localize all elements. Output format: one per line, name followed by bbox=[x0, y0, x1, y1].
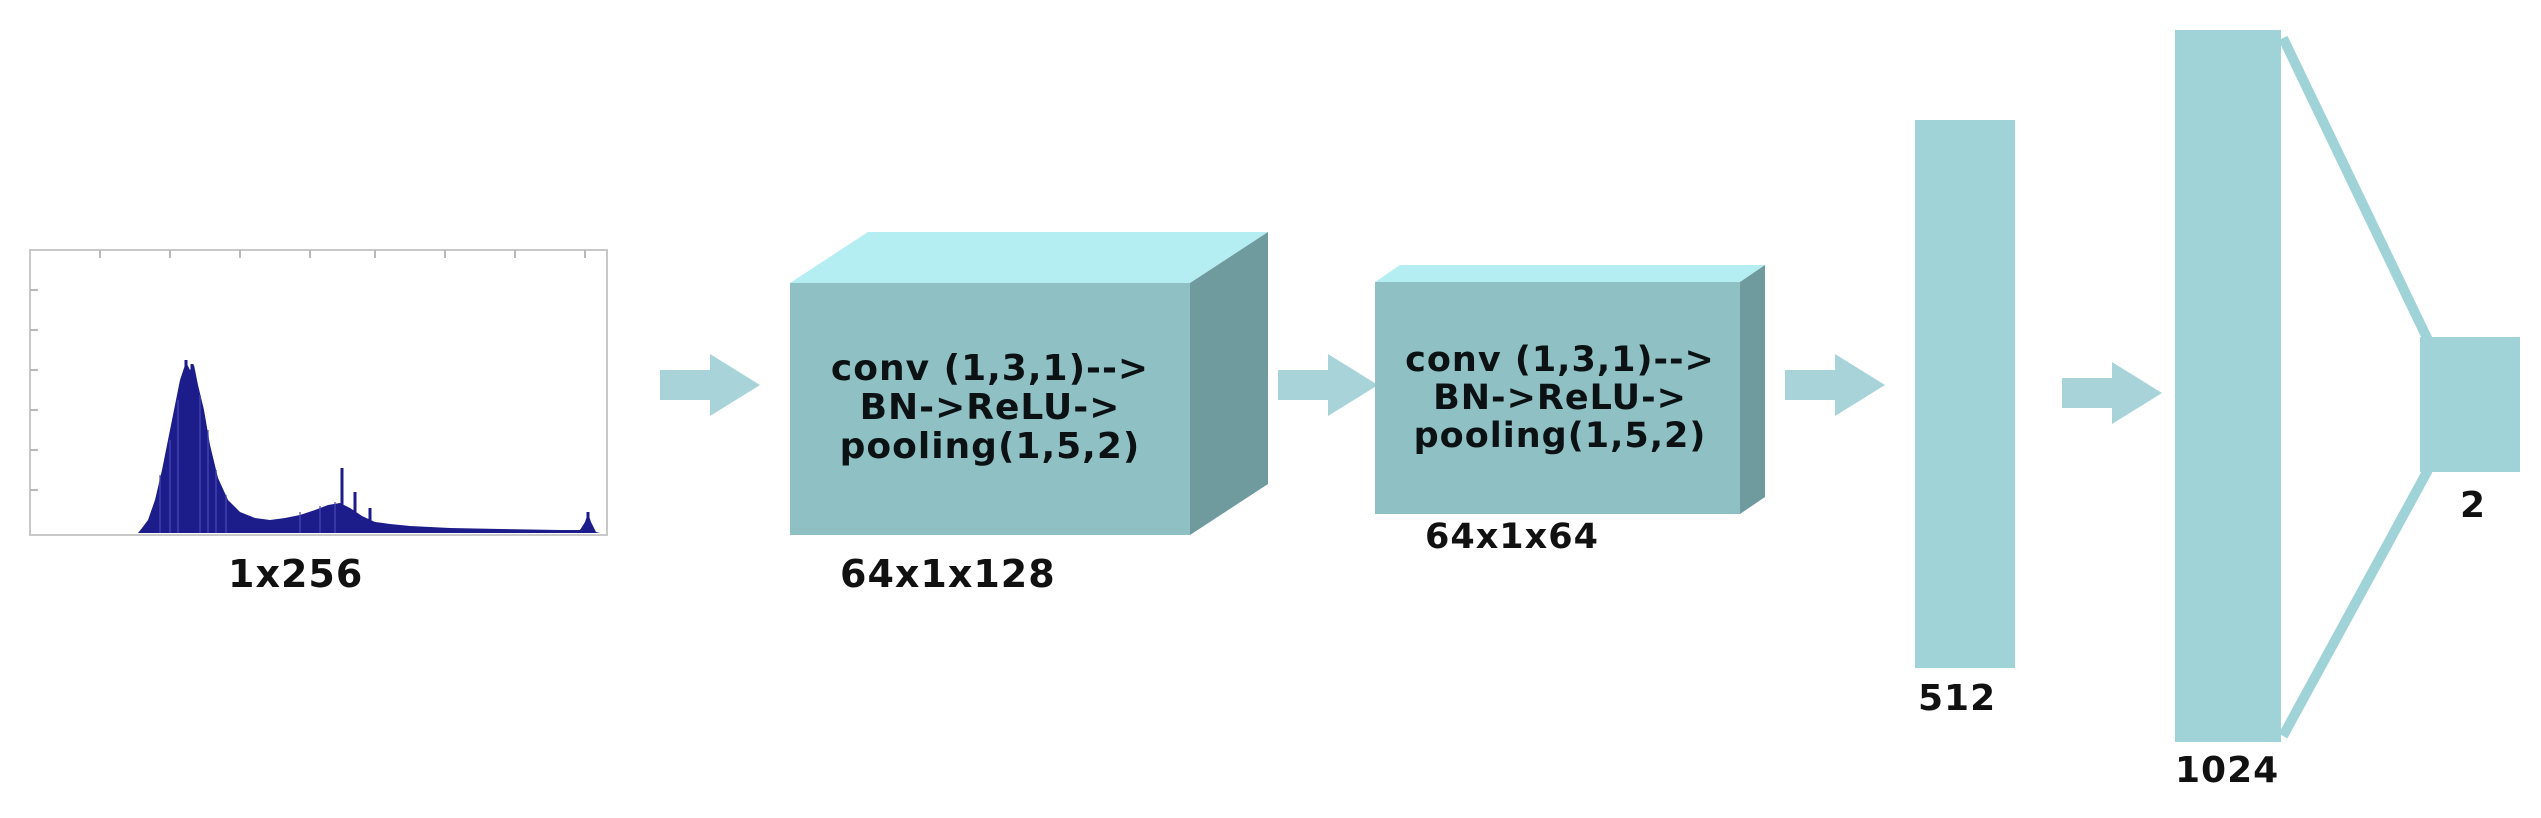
conv-block-1-size-label: 64x1x128 bbox=[840, 552, 1056, 596]
histogram-frame bbox=[29, 249, 608, 536]
histogram-bar-lines bbox=[159, 395, 336, 533]
fc-1024-size-label: 1024 bbox=[2175, 750, 2280, 791]
output-layer bbox=[2420, 337, 2520, 472]
output-size-label: 2 bbox=[2460, 485, 2487, 526]
input-histogram bbox=[29, 249, 608, 536]
conv-block-1-text: conv (1,3,1)--> BN->ReLU-> pooling(1,5,2… bbox=[790, 348, 1190, 467]
conv-block-2-size-label: 64x1x64 bbox=[1425, 517, 1599, 557]
conv-block-2-side bbox=[1740, 265, 1765, 514]
arrow-4 bbox=[2062, 362, 2162, 424]
output-connections bbox=[2278, 35, 2433, 739]
conv-block-2-text: conv (1,3,1)--> BN->ReLU-> pooling(1,5,2… bbox=[1365, 340, 1755, 456]
fc-512-size-label: 512 bbox=[1918, 678, 1997, 719]
histogram-spikes bbox=[184, 360, 590, 533]
conv-block-2-front bbox=[1375, 282, 1740, 514]
histogram-area bbox=[138, 362, 600, 533]
fc-layer-1024 bbox=[2175, 30, 2281, 742]
conv-block-1-line-2: BN->ReLU-> bbox=[859, 386, 1121, 428]
histogram-ticks bbox=[30, 250, 586, 491]
conv-block-2-line-2: BN->ReLU-> bbox=[1433, 377, 1687, 418]
connection-bottom bbox=[2278, 467, 2433, 739]
conv-block-2 bbox=[1375, 265, 1765, 514]
fc-layer-512 bbox=[1915, 120, 2015, 668]
conv-block-1-side bbox=[1190, 232, 1268, 535]
arrow-1 bbox=[660, 354, 760, 416]
conv-block-2-top bbox=[1375, 265, 1765, 282]
arrow-3 bbox=[1785, 354, 1885, 416]
input-size-label: 1x256 bbox=[228, 552, 364, 596]
arrow-2 bbox=[1278, 354, 1378, 416]
conv-block-1 bbox=[790, 232, 1268, 535]
conv-block-2-line-3: pooling(1,5,2) bbox=[1413, 415, 1707, 456]
connection-top bbox=[2278, 35, 2433, 343]
conv-block-2-line-1: conv (1,3,1)--> bbox=[1405, 340, 1715, 380]
conv-block-1-line-1: conv (1,3,1)--> bbox=[830, 348, 1150, 389]
conv-block-1-front bbox=[790, 283, 1190, 535]
conv-block-1-line-3: pooling(1,5,2) bbox=[839, 425, 1141, 467]
arrows bbox=[660, 354, 2162, 424]
conv-block-1-top bbox=[790, 232, 1268, 283]
